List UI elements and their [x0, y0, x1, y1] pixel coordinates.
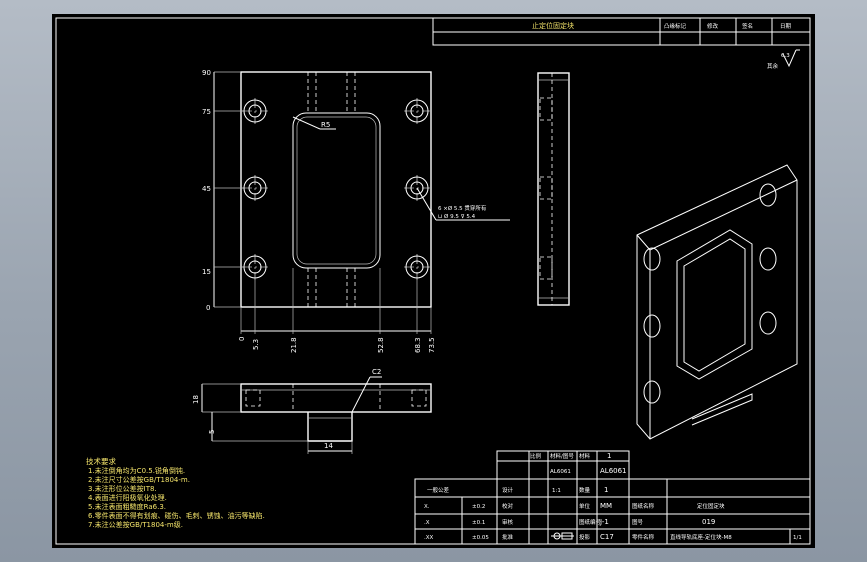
y-dim-45: 45: [202, 185, 211, 193]
tb-part-name: 直线导轨底座-定位块-M8: [670, 533, 732, 541]
role-design: 设计: [502, 486, 514, 494]
roughness-value: 6.3: [781, 53, 790, 59]
x-dim-68-3: 68.3: [414, 337, 422, 353]
role-check: 校对: [502, 502, 514, 510]
tech-line-5: 6.零件表面不得有划痕、碰伤、毛刺、锈蚀、油污等缺陷.: [88, 511, 265, 520]
drawing-sheet: 止定位固定块 凸缘标记 修改 签名 日期 6.3 其余 R5: [52, 14, 815, 548]
hole-tr: [404, 98, 430, 124]
tol-label-0: X.: [424, 504, 430, 510]
hole-bl: [242, 254, 268, 280]
y-dim-0: 0: [206, 304, 210, 312]
tech-line-4: 5.未注表面粗糙度Ra6.3.: [88, 502, 166, 511]
tb-material: AL6061: [600, 467, 627, 475]
tech-heading: 技术要求: [86, 456, 116, 466]
hole-ml: [242, 175, 268, 201]
projection-symbol: [551, 532, 574, 540]
tb-material-small: AL6061: [550, 469, 571, 475]
roughness-label: 其余: [767, 62, 779, 70]
tech-line-1: 2.未注尺寸公差按GB/T1804-m.: [88, 475, 190, 484]
hole-note-line1: 6 ×Ø 5.5 贯穿所有: [438, 204, 487, 212]
y-dim-75: 75: [202, 108, 211, 116]
tb-qty-val: 1: [604, 486, 608, 494]
tb-header-matno: 材料/图号: [550, 452, 574, 460]
tech-line-2: 3.未注形位公差按IT8.: [88, 484, 157, 493]
cad-drawing: 止定位固定块 凸缘标记 修改 签名 日期 6.3 其余 R5: [55, 17, 811, 545]
pocket-outline: [292, 112, 381, 269]
tech-requirements: 技术要求 1.未注倒角均为C0.5.锐角倒钝. 2.未注尺寸公差按GB/T180…: [86, 456, 265, 529]
tb-scale: 1:1: [552, 488, 561, 494]
x-dim-21-8: 21.8: [290, 337, 298, 353]
tb-unit-label: 单位: [579, 502, 591, 510]
tb-header-material: 材料: [579, 452, 591, 460]
side-view: [537, 72, 570, 306]
role-review: 审核: [502, 518, 514, 526]
x-dim-73-5: 73.5: [428, 337, 436, 353]
front-outline: [240, 71, 432, 308]
tol-label-1: .X: [424, 520, 430, 526]
tb-page: 1/1: [793, 535, 802, 541]
top-cell-0: 凸缘标记: [664, 22, 687, 30]
isometric-view: [636, 164, 798, 440]
hole-br: [404, 254, 430, 280]
front-view: R5 6 ×Ø 5.5 贯穿所有 ⊔ Ø 9.5 ⊽ 5.4 90 75 45 …: [202, 69, 510, 353]
tb-proj-label: 投影: [579, 533, 591, 541]
tb-unit: MM: [600, 502, 612, 510]
height-dim: 18: [192, 395, 200, 404]
y-dim-90: 90: [202, 69, 211, 77]
bottom-view: C2 18 5 14: [192, 368, 432, 454]
role-approve: 批准: [502, 533, 514, 541]
chamfer-label: C2: [372, 368, 381, 376]
tol-label-2: .XX: [424, 535, 434, 541]
tb-quantity-label: 数量: [579, 486, 591, 494]
inner-border: [55, 17, 811, 545]
top-drawing-name: 止定位固定块: [532, 21, 574, 30]
tb-sheet-label: 图纸编号: [579, 518, 602, 526]
x-dim-0: 0: [238, 337, 246, 341]
tb-sheet-val: J-1: [599, 518, 609, 526]
tb-drawing-no-label: 图号: [632, 518, 644, 526]
title-block: 比例 材料/图号 材料 1 AL6061 AL6061 一般公差 X. ±0.2…: [414, 450, 811, 545]
top-cell-3: 日期: [780, 23, 792, 30]
tol-value-0: ±0.2: [472, 504, 485, 510]
tech-line-0: 1.未注倒角均为C0.5.锐角倒钝.: [88, 466, 185, 475]
tol-value-1: ±0.1: [472, 520, 485, 526]
width-dim: 14: [324, 442, 333, 450]
tb-quantity-top: 1: [607, 452, 611, 460]
tb-part-name-label: 零件名称: [632, 533, 655, 541]
tb-name-label: 图纸名称: [632, 502, 655, 510]
tech-line-6: 7.未注公差按GB/T1804-m级.: [88, 520, 183, 529]
x-dim-5-3: 5.3: [252, 339, 260, 350]
hole-tl: [242, 98, 268, 124]
roughness-symbol: 6.3 其余: [767, 49, 800, 70]
hole-note-line2: ⊔ Ø 9.5 ⊽ 5.4: [438, 213, 476, 220]
tb-header-scale: 比例: [530, 452, 542, 460]
x-dim-52-8: 52.8: [377, 337, 385, 353]
top-cell-2: 签名: [742, 22, 753, 30]
radius-label: R5: [321, 121, 330, 129]
top-cell-1: 修改: [707, 22, 719, 30]
tol-value-2: ±0.05: [472, 535, 489, 541]
tolerance-header: 一般公差: [427, 486, 450, 494]
step-dim: 5: [208, 430, 216, 434]
tech-line-3: 4.表面进行阳极氧化处理.: [88, 493, 167, 502]
tb-drawing-no: 019: [702, 518, 715, 526]
tb-name-value: 定位固定块: [697, 502, 725, 510]
y-dim-15: 15: [202, 268, 211, 276]
tb-version: C17: [600, 533, 614, 541]
top-title-block: 止定位固定块 凸缘标记 修改 签名 日期: [432, 17, 811, 46]
